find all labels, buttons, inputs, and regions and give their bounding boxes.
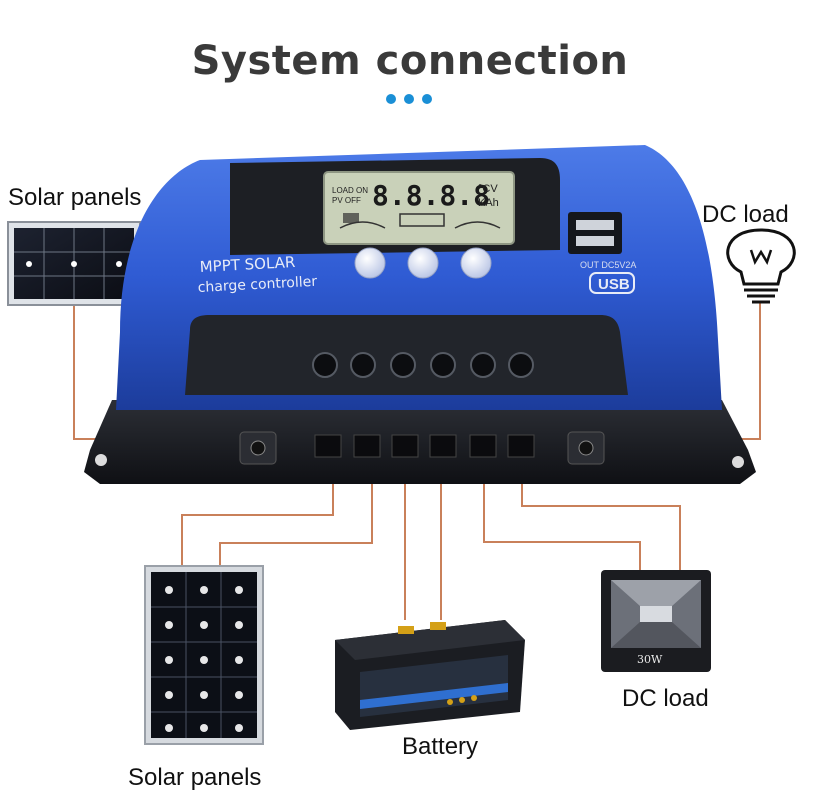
- usb-icon: [589, 272, 635, 294]
- label-solar-panels-top: Solar panels: [8, 184, 142, 211]
- charge-controller: LOAD ON PV OFF 8.8.8.8 °CV KAh MPPT SOLA…: [84, 145, 756, 484]
- dots-icon: [386, 94, 432, 104]
- brand-line-2: charge controller: [197, 274, 317, 296]
- usb-badge: USB: [598, 276, 630, 293]
- floodlight-icon: 30W: [601, 570, 711, 672]
- solar-panel-icon: [7, 221, 141, 306]
- menu-button[interactable]: [354, 247, 386, 279]
- label-dc-load-bottom: DC load: [622, 685, 709, 712]
- lamp-rating: 30W: [637, 653, 663, 666]
- label-dc-load-top: DC load: [702, 201, 789, 228]
- lcd-load-text: LOAD ON: [332, 186, 368, 195]
- brand-line-1: MPPT SOLAR: [199, 253, 295, 276]
- lcd-pv-text: PV OFF: [332, 196, 361, 205]
- solar-panel-icon: [144, 565, 264, 745]
- page-title: System connection: [191, 38, 629, 84]
- up-button[interactable]: [407, 247, 439, 279]
- battery-icon: [335, 620, 525, 730]
- usb-rating: OUT DC5V2A: [580, 260, 636, 270]
- down-button[interactable]: [460, 247, 492, 279]
- lcd-unit-top: °CV: [478, 183, 498, 195]
- bulb-icon: [726, 228, 796, 304]
- label-solar-panels-bottom: Solar panels: [128, 764, 262, 791]
- lcd-unit-bottom: KAh: [478, 197, 499, 209]
- lcd-digits: 8.8.8.8: [372, 179, 490, 212]
- label-battery: Battery: [402, 733, 479, 760]
